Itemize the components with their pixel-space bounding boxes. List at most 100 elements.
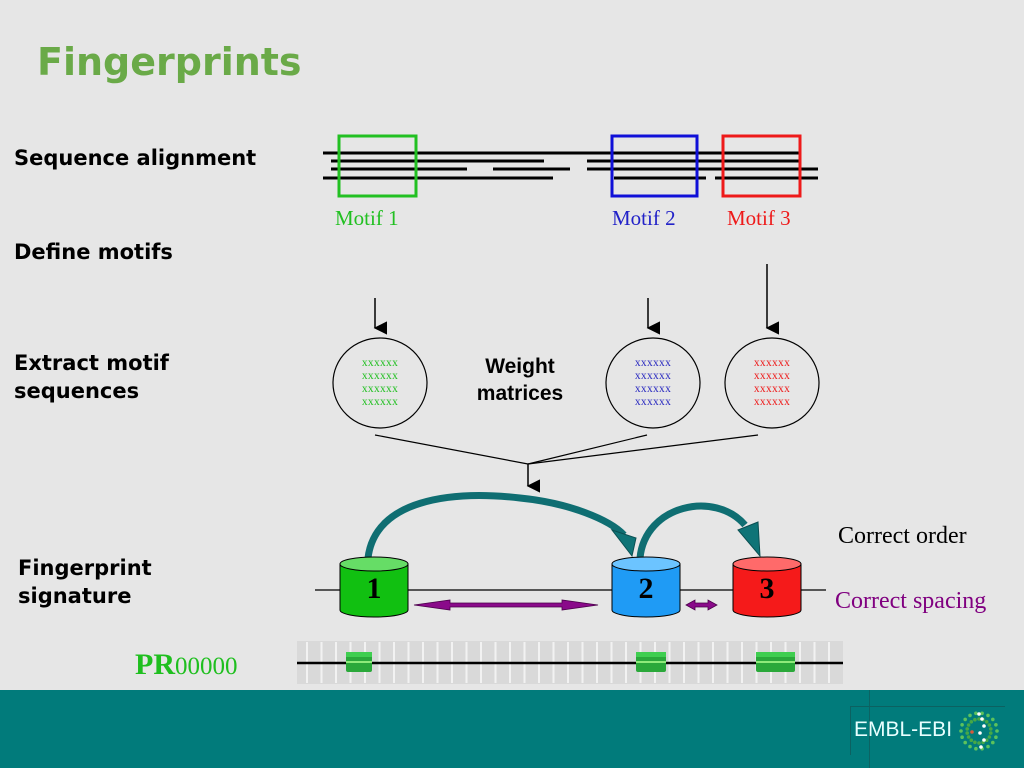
step-sequence-alignment: Sequence alignment <box>14 146 257 170</box>
logo-dot <box>977 712 981 716</box>
logo-dot <box>965 727 969 731</box>
logo-dot <box>969 720 974 724</box>
weight-matrices-label: Weight matrices <box>460 353 580 407</box>
correct-spacing-label: Correct spacing <box>835 588 987 614</box>
motif-2-oval <box>605 337 701 429</box>
motif-2-label: Motif 2 <box>612 206 676 230</box>
prints-fingerprint-bar <box>297 641 843 684</box>
sequence-row: xxxxxx <box>361 396 399 408</box>
diagram-canvas <box>297 134 843 684</box>
slide-title: Fingerprints <box>37 40 302 84</box>
prints-motif-block-3 <box>756 652 795 672</box>
logo-dot <box>979 745 983 749</box>
correct-order-label: Correct order <box>838 523 967 549</box>
sequence-row: xxxxxx <box>361 357 399 369</box>
logo-dot <box>987 723 992 727</box>
logo-dot <box>960 723 964 727</box>
logo-dot <box>969 738 974 742</box>
logo-dot <box>966 723 971 727</box>
sequence-row: xxxxxx <box>634 383 672 395</box>
logo-dot <box>994 735 998 739</box>
sequence-row: xxxxxx <box>753 370 791 382</box>
motif-1-box <box>337 134 418 198</box>
motif-3-sequences: xxxxxx xxxxxx xxxxxx xxxxxx <box>727 357 817 409</box>
logo-dot <box>978 731 982 735</box>
weight-matrices-line1: Weight <box>485 355 555 378</box>
weight-matrices-line2: matrices <box>476 382 564 405</box>
logo-dot <box>986 744 990 749</box>
order-arrowhead-icon <box>737 521 761 558</box>
sequence-row: xxxxxx <box>634 357 672 369</box>
logo-dot <box>966 735 971 739</box>
logo-dot <box>974 711 978 716</box>
sequence-alignment-lines <box>323 151 818 180</box>
prints-motif-block-1 <box>346 652 372 672</box>
step-extract-line2: sequences <box>14 379 140 403</box>
logo-dot <box>963 717 967 722</box>
sequence-row: xxxxxx <box>753 357 791 369</box>
order-arc-2-3 <box>636 502 748 559</box>
logo-dot <box>973 717 977 722</box>
sequence-row: xxxxxx <box>634 396 672 408</box>
cylinder-2 <box>611 556 681 618</box>
embl-ebi-logo-icon <box>959 711 999 751</box>
step-fingerprint-signature: Fingerprint signature <box>18 554 152 610</box>
logo-dot <box>970 730 974 734</box>
logo-dot <box>987 735 992 739</box>
motif-1-label: Motif 1 <box>335 206 399 230</box>
step-define-motifs: Define motifs <box>14 240 173 264</box>
motif-3-box <box>721 134 802 198</box>
logo-dot <box>986 713 990 718</box>
logo-dot <box>974 746 978 751</box>
logo-dot <box>984 720 989 724</box>
step-extract-line1: Extract motif <box>14 351 169 375</box>
logo-dot <box>959 729 963 733</box>
logo-dot <box>980 717 984 721</box>
embl-ebi-logo-frame <box>850 706 1005 755</box>
logo-dot <box>982 724 986 728</box>
logo-dot <box>968 744 972 749</box>
logo-dot <box>989 727 993 731</box>
spacing-arrow-1-2 <box>413 599 599 611</box>
converging-lines <box>374 434 759 465</box>
cylinder-1-number: 1 <box>366 572 382 605</box>
prints-accession: PR00000 <box>135 648 238 682</box>
prints-number: 00000 <box>175 653 238 680</box>
sequence-row: xxxxxx <box>634 370 672 382</box>
sequence-row: xxxxxx <box>361 370 399 382</box>
prints-prefix: PR <box>135 648 175 681</box>
step-signature-line1: Fingerprint <box>18 556 152 580</box>
footer-bar <box>0 690 1024 768</box>
logo-dot <box>984 738 989 742</box>
logo-dot <box>977 741 981 745</box>
cylinder-3-number: 3 <box>759 572 775 605</box>
cylinder-1 <box>339 556 409 618</box>
logo-dot <box>965 731 969 735</box>
step-extract-motif-sequences: Extract motif sequences <box>14 349 169 405</box>
motif-3-label: Motif 3 <box>727 206 791 230</box>
spacing-arrow-2-3 <box>685 599 718 611</box>
order-arc-1-2 <box>364 492 627 559</box>
order-arrowhead-icon <box>610 529 637 558</box>
correct-order-arcs <box>364 492 761 559</box>
sequence-row: xxxxxx <box>753 383 791 395</box>
logo-dot <box>994 723 998 727</box>
logo-dot <box>980 711 984 716</box>
logo-dot <box>973 740 977 745</box>
logo-dot <box>991 740 995 745</box>
logo-dot <box>995 729 999 733</box>
prints-motif-block-2 <box>636 652 666 672</box>
motif-2-box <box>610 134 699 198</box>
logo-dot <box>989 731 993 735</box>
footer-divider <box>869 690 870 768</box>
logo-dot <box>991 717 995 722</box>
cylinder-2-number: 2 <box>638 572 654 605</box>
motif-1-sequences: xxxxxx xxxxxx xxxxxx xxxxxx <box>335 357 425 409</box>
logo-dot <box>960 735 964 739</box>
cylinder-3 <box>732 556 802 618</box>
logo-dot <box>977 717 981 721</box>
logo-dot <box>968 713 972 718</box>
sequence-row: xxxxxx <box>753 396 791 408</box>
logo-dot <box>963 740 967 745</box>
logo-dot <box>982 738 986 742</box>
